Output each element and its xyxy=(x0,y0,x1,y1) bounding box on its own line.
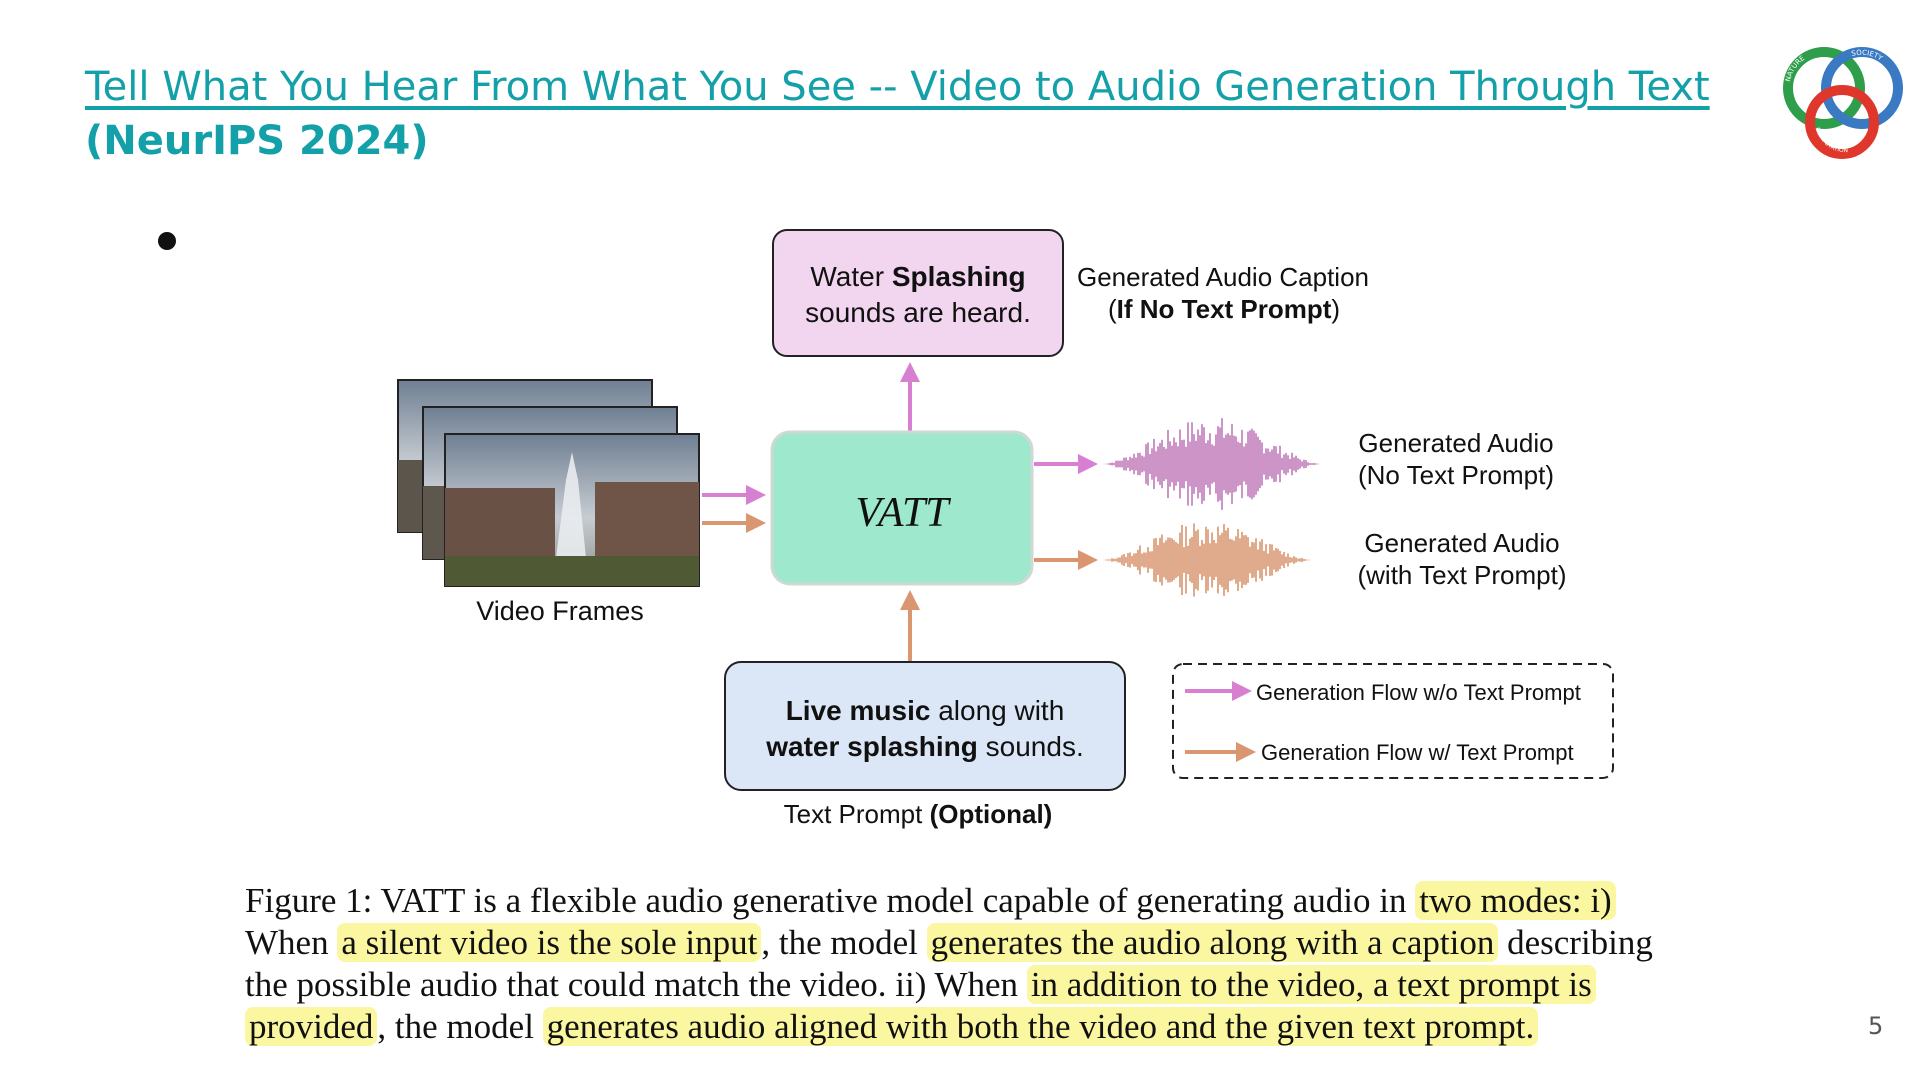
audio-no-text-line1: Generated Audio xyxy=(1358,428,1553,458)
caption-highlight: in addition to the video, a text prompt … xyxy=(1027,965,1596,1004)
bullet-dot xyxy=(158,232,176,250)
svg-text:Live music along with: Live music along with xyxy=(786,695,1065,726)
caption-highlight: two modes: i) xyxy=(1415,881,1615,920)
svg-text:water splashing sounds.: water splashing sounds. xyxy=(765,731,1083,762)
figure-caption: Figure 1: VATT is a flexible audio gener… xyxy=(245,880,1790,1048)
caption-highlight: generates the audio along with a caption xyxy=(927,923,1499,962)
audio-no-text-line2: (No Text Prompt) xyxy=(1358,460,1554,490)
caption-box-plain: Water xyxy=(810,261,891,292)
vatt-model-label: VATT xyxy=(855,490,951,536)
audio-waveform-with-text xyxy=(1102,523,1344,596)
venue-label: (NeurIPS 2024) xyxy=(85,118,429,164)
prompt-label-plain: Text Prompt xyxy=(784,799,930,829)
video-frames-stack xyxy=(398,380,699,586)
prompt-plain-1: along with xyxy=(930,695,1064,726)
caption-label-line1: Generated Audio Caption xyxy=(1077,262,1369,292)
svg-text:NATURE: NATURE xyxy=(1784,54,1806,82)
audio-waveform-no-text xyxy=(1102,418,1354,510)
caption-box-bold: Splashing xyxy=(892,261,1026,292)
prompt-plain-2: sounds. xyxy=(978,731,1084,762)
caption-highlight: provided xyxy=(245,1007,377,1046)
video-frames-label: Video Frames xyxy=(476,596,644,626)
caption-line-2: When a silent video is the sole input, t… xyxy=(245,922,1790,964)
title-link[interactable]: Tell What You Hear From What You See -- … xyxy=(85,64,1710,110)
page-number: 5 xyxy=(1868,1012,1883,1040)
prompt-label-bold: (Optional) xyxy=(930,799,1053,829)
audio-with-text-line2: (with Text Prompt) xyxy=(1357,560,1566,590)
audio-with-text-line1: Generated Audio xyxy=(1364,528,1559,558)
caption-highlight: a silent video is the sole input xyxy=(337,923,761,962)
text-prompt-box xyxy=(725,662,1125,790)
svg-text:Water Splashing: Water Splashing xyxy=(810,261,1025,292)
vatt-figure: Water Splashing sounds are heard. Genera… xyxy=(380,220,1640,840)
generated-caption-box xyxy=(773,230,1063,356)
caption-label-close: ) xyxy=(1331,294,1340,324)
svg-text:Text Prompt (Optional): Text Prompt (Optional) xyxy=(784,799,1053,829)
caption-line-3: the possible audio that could match the … xyxy=(245,964,1790,1006)
logo-text-nature: NATURE xyxy=(1784,54,1806,82)
caption-label-bold: If No Text Prompt xyxy=(1117,294,1332,324)
legend-label-with-text: Generation Flow w/ Text Prompt xyxy=(1261,740,1574,765)
prompt-bold-2: water splashing xyxy=(765,731,978,762)
caption-label-open: ( xyxy=(1108,294,1117,324)
caption-line-1: Figure 1: VATT is a flexible audio gener… xyxy=(245,880,1790,922)
prompt-bold-1: Live music xyxy=(786,695,931,726)
caption-box-line2: sounds are heard. xyxy=(805,297,1031,328)
nature-society-computation-logo: NATURE SOCIETY COMPUTATION xyxy=(1768,36,1908,164)
caption-line-4: provided, the model generates audio alig… xyxy=(245,1006,1790,1048)
caption-highlight: generates audio aligned with both the vi… xyxy=(543,1007,1539,1046)
legend-label-no-text: Generation Flow w/o Text Prompt xyxy=(1256,680,1581,705)
svg-text:(If No Text Prompt): (If No Text Prompt) xyxy=(1108,294,1340,324)
